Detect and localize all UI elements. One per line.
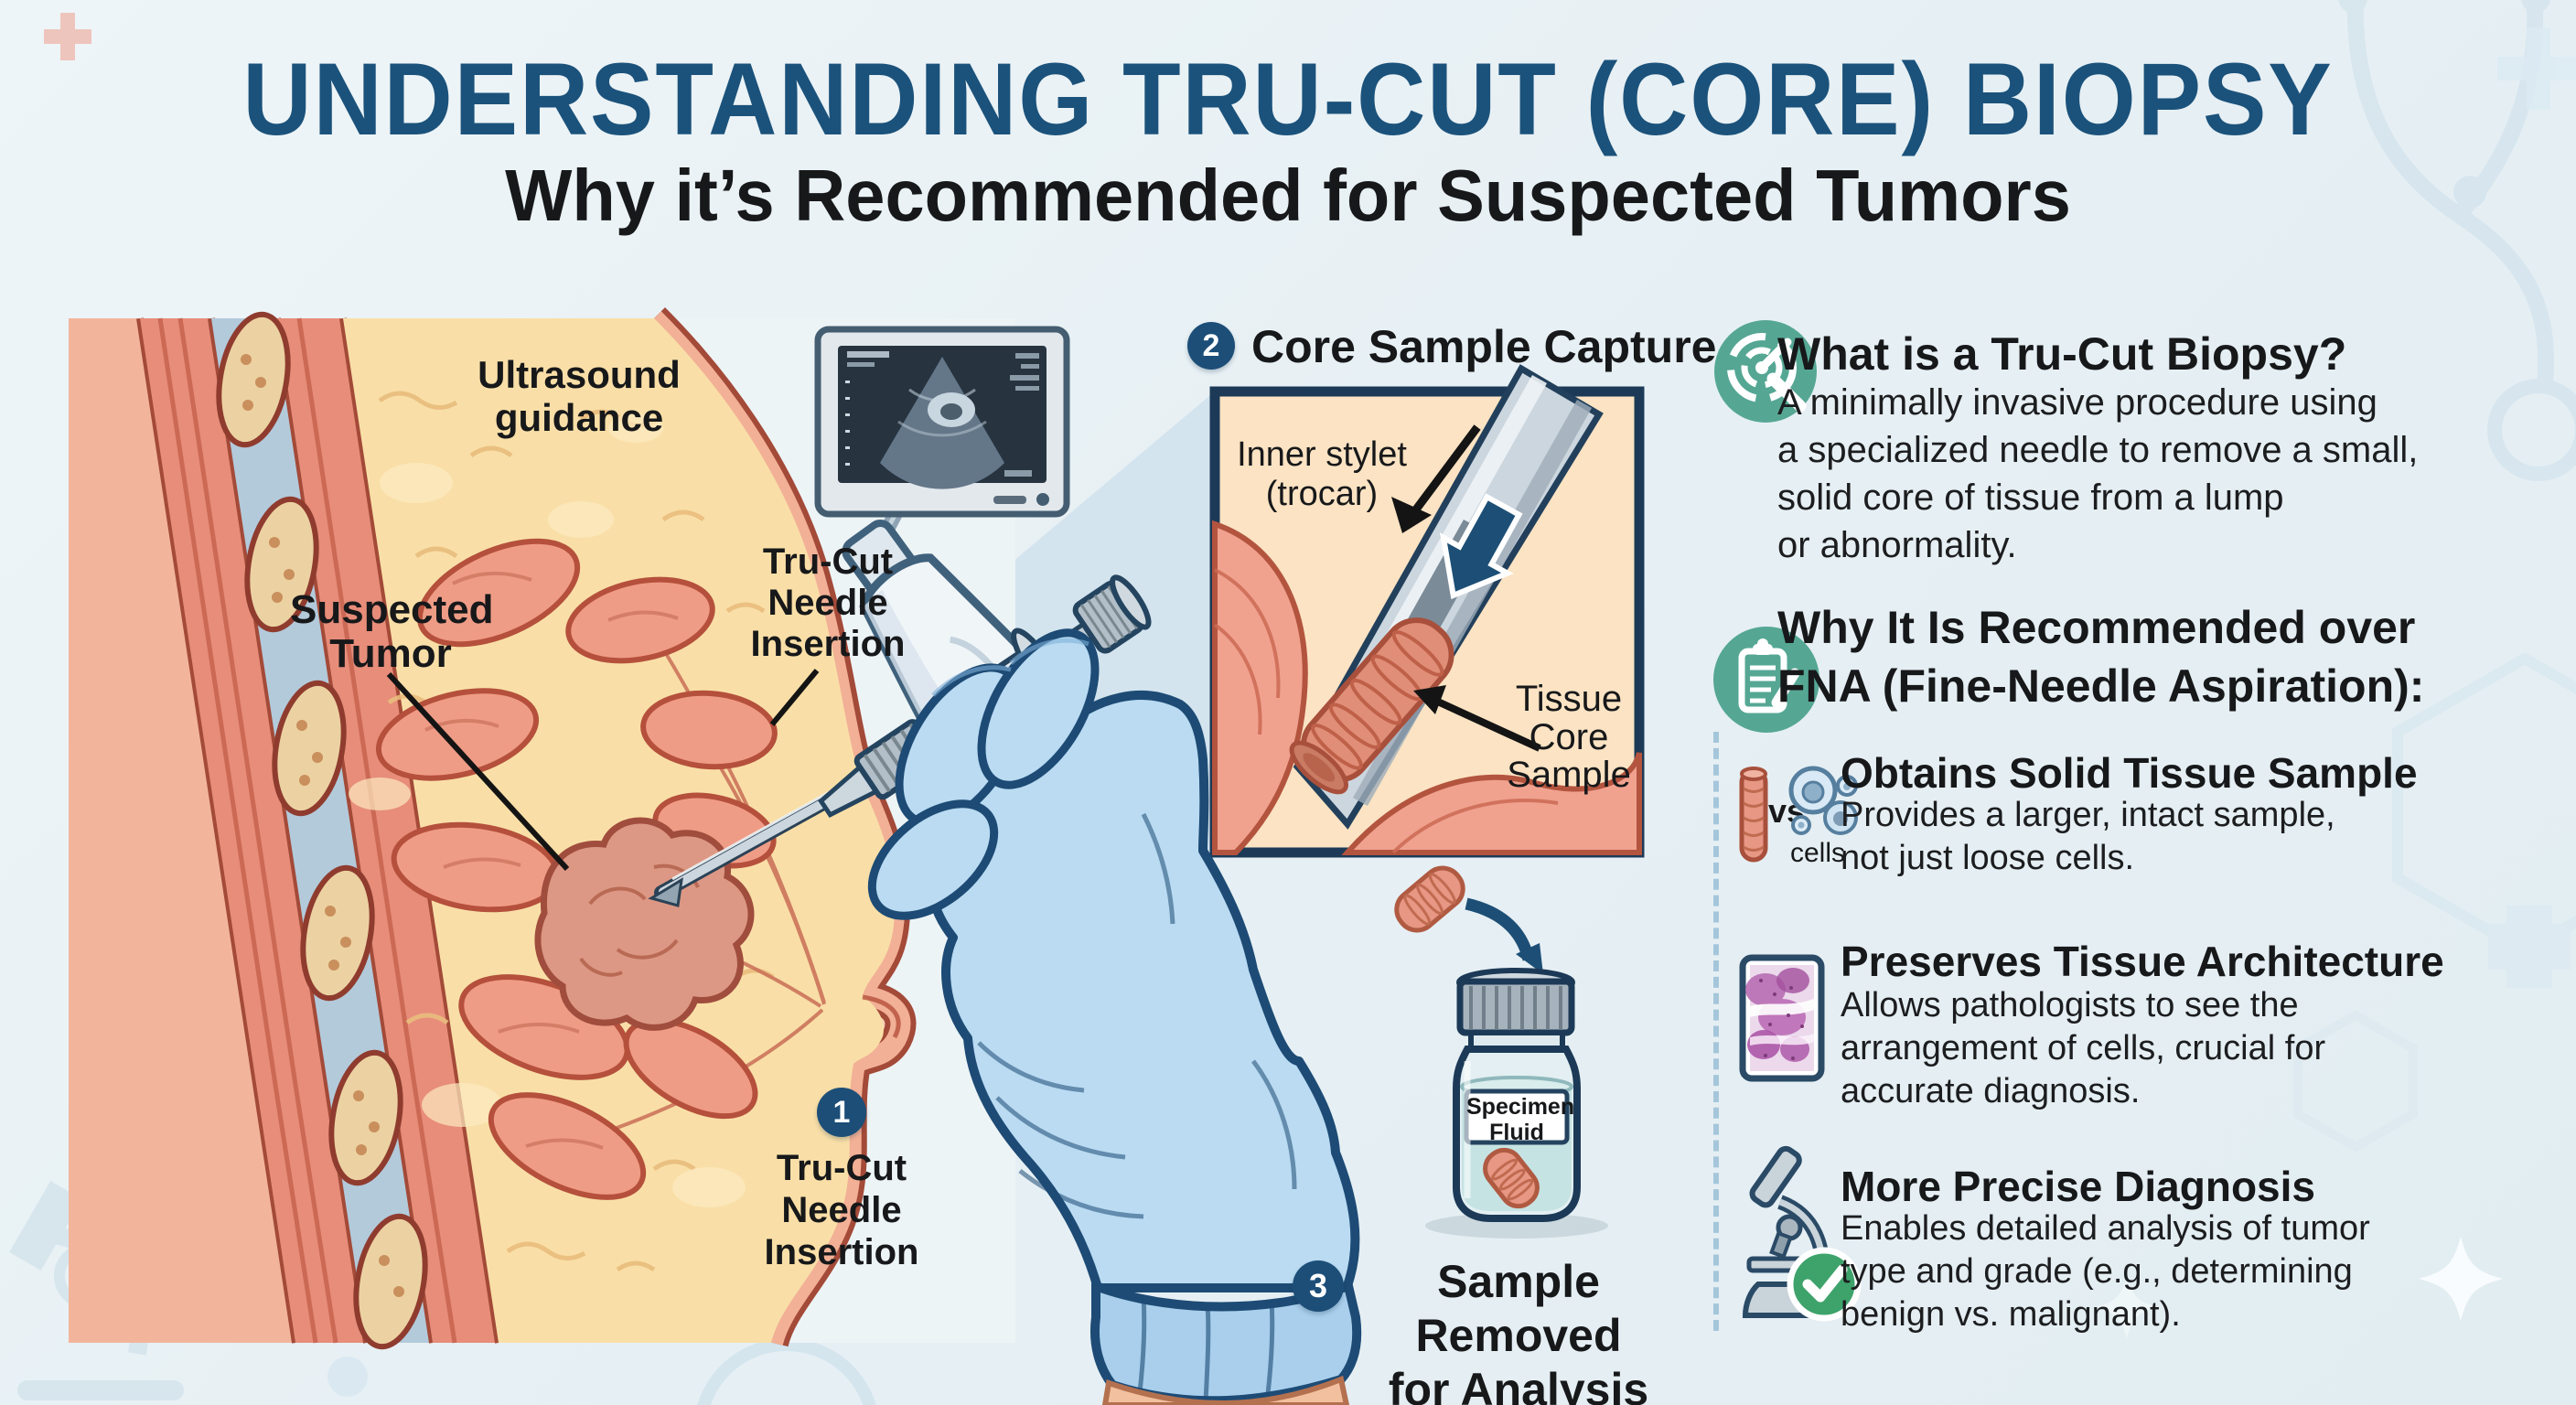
stethoscope-icon <box>2338 0 2576 481</box>
inset-tissue-bottom <box>1341 752 1642 855</box>
inset-stylet-arrow <box>1439 493 1523 600</box>
histology-slide-icon <box>1739 954 1825 1082</box>
sparkle-icon <box>2096 1237 2503 1338</box>
benefit1-heading: Obtains Solid Tissue Sample <box>1841 749 2418 797</box>
inset-core-leader-arrow <box>1413 685 1541 752</box>
hexagon-cross-icon <box>2293 652 2576 1153</box>
benefit2-heading: Preserves Tissue Architecture <box>1841 938 2444 985</box>
lobe-details <box>424 571 679 1150</box>
inset-label-arrow <box>1391 424 1481 533</box>
suspected-tumor-leader <box>386 671 570 872</box>
step2-badge: 2 <box>1187 322 1235 370</box>
gloved-hand <box>818 574 1362 1405</box>
specimen-vial <box>1425 968 1608 1239</box>
ultrasound-guidance-label: Ultrasound guidance <box>478 353 681 440</box>
microscope-check-icon <box>1742 1145 1862 1322</box>
step1-badge: 1 <box>817 1088 866 1137</box>
cells-icon <box>1788 766 1858 835</box>
ribs <box>216 311 428 1350</box>
page-subtitle: Why it’s Recommended for Suspected Tumor… <box>505 155 2071 236</box>
what-body: A minimally invasive procedure using a s… <box>1777 382 2419 565</box>
what-heading: What is a Tru-Cut Biopsy? <box>1777 328 2347 380</box>
step3-badge: 3 <box>1293 1260 1344 1312</box>
target-magnifier-icon <box>1714 320 1817 423</box>
tissue-core-label: Tissue Core Sample <box>1507 679 1631 796</box>
step2-label: Core Sample Capture <box>1251 321 1717 372</box>
benefit3-heading: More Precise Diagnosis <box>1841 1163 2315 1210</box>
step3-label: Sample Removed for Analysis <box>1388 1256 1649 1405</box>
why-heading: Why It Is Recommended over FNA (Fine-Nee… <box>1777 602 2425 712</box>
benefit1-body: Provides a larger, intact sample, not ju… <box>1841 796 2335 878</box>
step1-label: Tru-Cut Needle Insertion <box>764 1148 919 1272</box>
tissue-core-icon <box>1739 767 1768 863</box>
benefits-divider <box>1713 732 1719 1331</box>
glove <box>867 628 1362 1405</box>
benefit2-body: Allows pathologists to see the arrangeme… <box>1841 986 2326 1111</box>
nipple-detail <box>862 994 901 1039</box>
core-capture-inset <box>1209 364 1645 858</box>
inset-tissue-left <box>1212 520 1308 855</box>
suspected-tumor-label: Suspected Tumor <box>290 587 494 677</box>
chest-wall-layers <box>69 317 502 1344</box>
vial-label: Specimen Fluid <box>1466 1094 1575 1145</box>
needle-insertion-pointer-label: Tru-Cut Needle Insertion <box>750 542 906 664</box>
page-title: UNDERSTANDING TRU-CUT (CORE) BIOPSY <box>242 42 2334 156</box>
clipboard-icon <box>1713 627 1819 733</box>
inset-core-sample <box>1289 617 1454 795</box>
corner-cross-icon <box>2497 27 2576 110</box>
falling-core <box>1394 865 1543 974</box>
pink-plus-icon <box>44 13 91 60</box>
cells-label: cells <box>1789 838 1845 868</box>
inner-stylet-label: Inner stylet (trocar) <box>1237 435 1407 513</box>
benefit3-body: Enables detailed analysis of tumor type … <box>1841 1209 2370 1335</box>
ultrasound-monitor <box>814 326 1070 518</box>
breast-anatomy-illustration <box>69 306 1015 1350</box>
